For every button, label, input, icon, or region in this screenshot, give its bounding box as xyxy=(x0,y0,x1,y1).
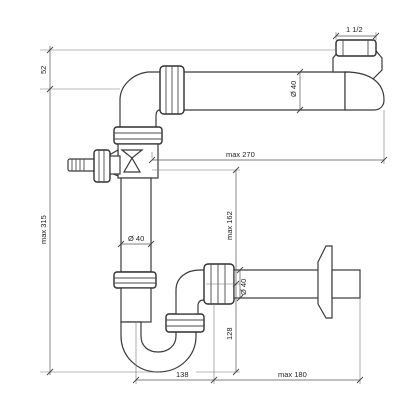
lower-height-label: max 162 xyxy=(225,211,234,240)
dimension-lines xyxy=(40,32,388,384)
vertical-pipe xyxy=(103,126,163,323)
side-inlet-connector xyxy=(67,149,121,183)
trap-width-label: 138 xyxy=(176,370,189,379)
upper-diameter-label: Ø 40 xyxy=(289,81,298,97)
top-offset-label: 52 xyxy=(39,66,48,74)
lower-vertical-nut xyxy=(113,271,157,289)
trap-u-bend xyxy=(120,269,207,373)
outlet-diameter-label: Ø 40 xyxy=(239,279,248,295)
vertical-diameter-label: Ø 40 xyxy=(128,234,144,243)
outlet-pipe xyxy=(203,245,361,319)
upper-vertical-nut xyxy=(113,126,163,145)
thread-connector xyxy=(335,39,377,57)
horizontal-reach-label: max 270 xyxy=(226,150,255,159)
upper-elbow xyxy=(119,65,185,131)
outlet-length-label: max 180 xyxy=(278,370,307,379)
side-inlet-nut xyxy=(93,149,111,183)
wall-rosette xyxy=(317,245,333,319)
trap-right-nut xyxy=(165,313,205,333)
total-height-label: max 315 xyxy=(39,215,48,244)
thread-size-label: 1 1/2 xyxy=(346,25,363,34)
upper-inlet-pipe xyxy=(179,39,385,111)
trap-height-label: 128 xyxy=(225,327,234,340)
